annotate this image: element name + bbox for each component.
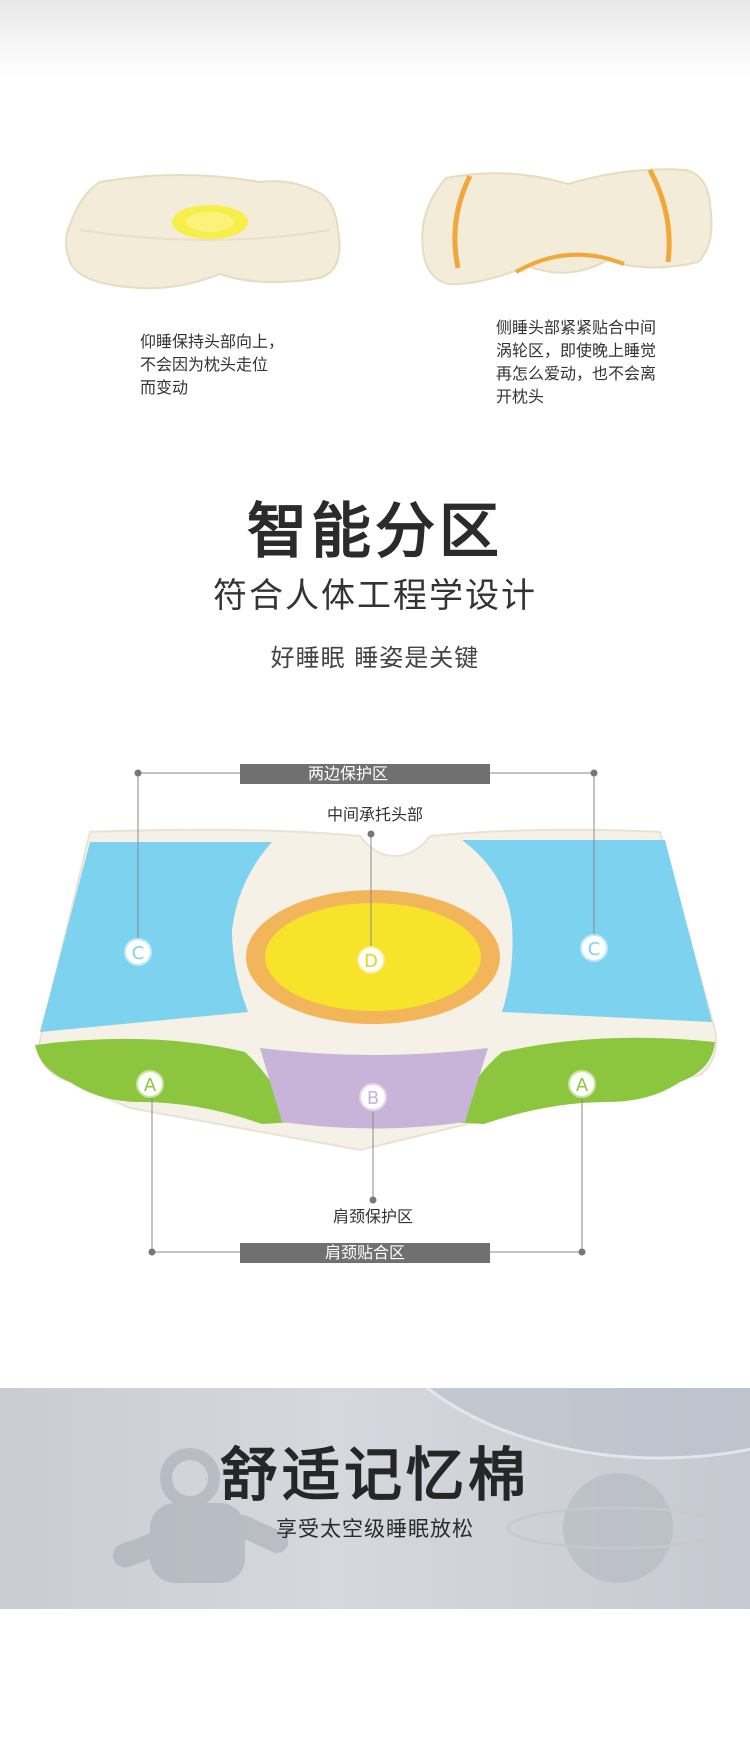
zone-a-left xyxy=(35,1038,296,1124)
top-product-photo-strip xyxy=(0,0,750,80)
svg-text:B: B xyxy=(367,1088,379,1109)
bottom-zone-bar xyxy=(240,1243,490,1263)
svg-text:A: A xyxy=(144,1075,157,1096)
top-zone-bar-label: 两边保护区 xyxy=(308,764,388,783)
center-bottom-label: 肩颈保护区 xyxy=(333,1207,413,1226)
top-zone-bar xyxy=(240,764,490,784)
badge-c-left: C xyxy=(124,938,152,966)
svg-text:D: D xyxy=(364,951,378,972)
memory-foam-banner: 舒适记忆棉 享受太空级睡眠放松 xyxy=(0,1388,750,1609)
bottom-zone-bar-label: 肩颈贴合区 xyxy=(325,1243,405,1262)
badge-b: B xyxy=(359,1083,387,1111)
svg-text:A: A xyxy=(576,1075,589,1096)
back-sleep-caption: 仰睡保持头部向上， 不会因为枕头走位 而变动 xyxy=(140,332,285,397)
side-sleep-pillow-image xyxy=(421,168,713,286)
badge-d: D xyxy=(357,946,385,974)
section-title: 智能分区 xyxy=(247,497,503,567)
banner-subtitle: 享受太空级睡眠放松 xyxy=(276,1517,474,1541)
badge-a-right: A xyxy=(568,1070,596,1098)
section-tagline: 好睡眠 睡姿是关键 xyxy=(270,644,480,672)
svg-text:C: C xyxy=(588,939,601,960)
space-background-image xyxy=(112,1388,750,1583)
zone-c-right xyxy=(462,840,712,1022)
pillow-zone-diagram: 两边保护区 中间承托头部 肩颈保护区 肩颈贴合区 C C D A A B xyxy=(35,764,717,1263)
section-subtitle: 符合人体工程学设计 xyxy=(213,576,537,616)
back-sleep-pillow-image xyxy=(65,174,341,290)
badge-c-right: C xyxy=(580,934,608,962)
side-sleep-caption: 侧睡头部紧紧贴合中间 涡轮区，即使晚上睡觉 再怎么爱动，也不会离 开枕头 xyxy=(496,318,657,406)
zone-c-left xyxy=(40,842,272,1032)
banner-title: 舒适记忆棉 xyxy=(219,1441,530,1509)
badge-a-left: A xyxy=(136,1070,164,1098)
svg-text:C: C xyxy=(132,943,145,964)
center-top-label: 中间承托头部 xyxy=(327,805,423,824)
